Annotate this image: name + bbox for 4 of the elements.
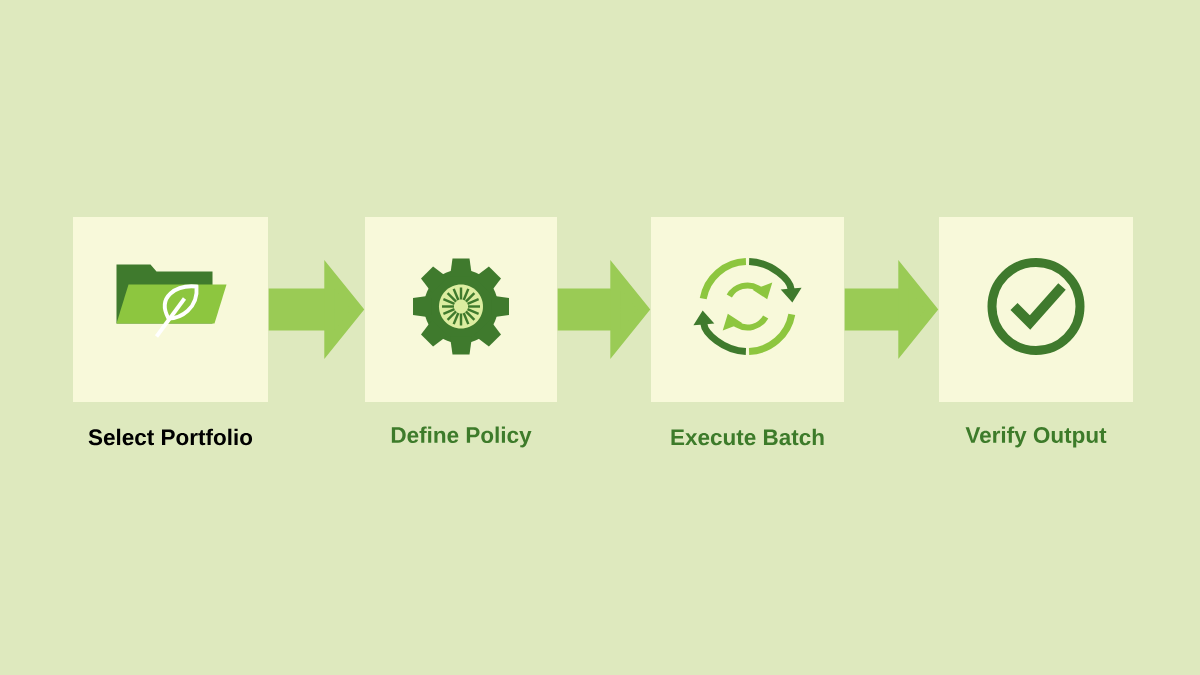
- step-label: Execute Batch: [671, 428, 824, 446]
- step-label: Select Portfolio: [88, 428, 253, 446]
- step-label: Verify Output: [965, 426, 1107, 448]
- step-label: Define Policy: [391, 426, 532, 448]
